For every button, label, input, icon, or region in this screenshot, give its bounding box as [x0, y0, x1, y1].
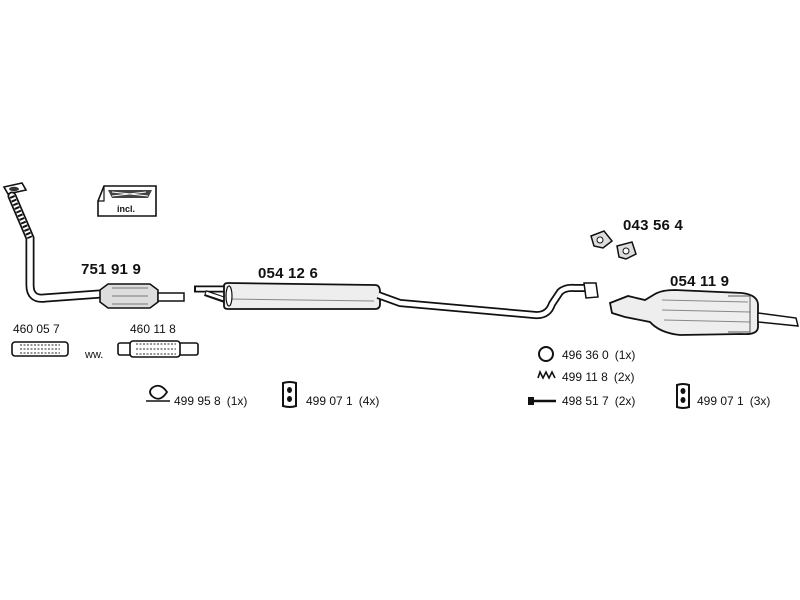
spring-icon	[537, 369, 556, 380]
accessory-item: 496 36 0 (1x)	[562, 349, 635, 361]
accessory-number: 499 95 8	[174, 394, 221, 408]
mount-kit	[590, 230, 637, 260]
catalytic-converter	[99, 283, 185, 309]
accessory-number: 499 11 8	[562, 370, 608, 384]
manifold-pipe	[7, 191, 105, 303]
rear-silencer	[608, 289, 799, 336]
manifold-flange	[2, 182, 28, 195]
accessory-qty: (1x)	[614, 348, 636, 362]
incl-label: incl.	[117, 204, 136, 214]
accessory-qty: (4x)	[358, 394, 380, 408]
clamp-ring-icon	[146, 384, 170, 402]
accessory-qty: (2x)	[614, 394, 636, 408]
part-number-460057: 460 05 7	[13, 322, 60, 336]
accessory-number: 498 51 7	[562, 394, 609, 408]
connector-stub	[194, 285, 226, 303]
sealing-ring-icon	[538, 346, 554, 362]
accessory-item: 499 07 1 (3x)	[697, 395, 770, 407]
part-number-460118: 460 11 8	[130, 322, 176, 336]
part-number-751919: 751 91 9	[81, 261, 141, 278]
accessory-qty: (3x)	[749, 394, 771, 408]
part-number-054119: 054 11 9	[670, 273, 730, 290]
accessory-item: 499 07 1 (4x)	[306, 395, 379, 407]
ww-label: ww.	[85, 349, 104, 361]
accessory-number: 496 36 0	[562, 348, 609, 362]
accessory-number: 499 07 1	[697, 394, 744, 408]
intermediate-pipe	[376, 282, 599, 320]
accessory-item: 499 95 8 (1x)	[174, 395, 247, 407]
flex-pipe-2	[117, 340, 199, 358]
accessory-item: 498 51 7 (2x)	[562, 395, 635, 407]
rubber-hanger-icon-2	[676, 383, 690, 409]
accessory-qty: (2x)	[613, 370, 635, 384]
accessory-item: 499 11 8 (2x)	[562, 371, 635, 383]
rubber-hanger-icon	[282, 381, 297, 408]
middle-silencer	[223, 282, 381, 310]
accessory-qty: (1x)	[226, 394, 248, 408]
flex-pipe-1	[11, 341, 69, 357]
included-gasket-box	[97, 185, 157, 217]
part-number-054126: 054 12 6	[258, 265, 318, 282]
bolt-icon	[528, 397, 556, 405]
part-number-043564: 043 56 4	[623, 217, 683, 234]
accessory-number: 499 07 1	[306, 394, 353, 408]
